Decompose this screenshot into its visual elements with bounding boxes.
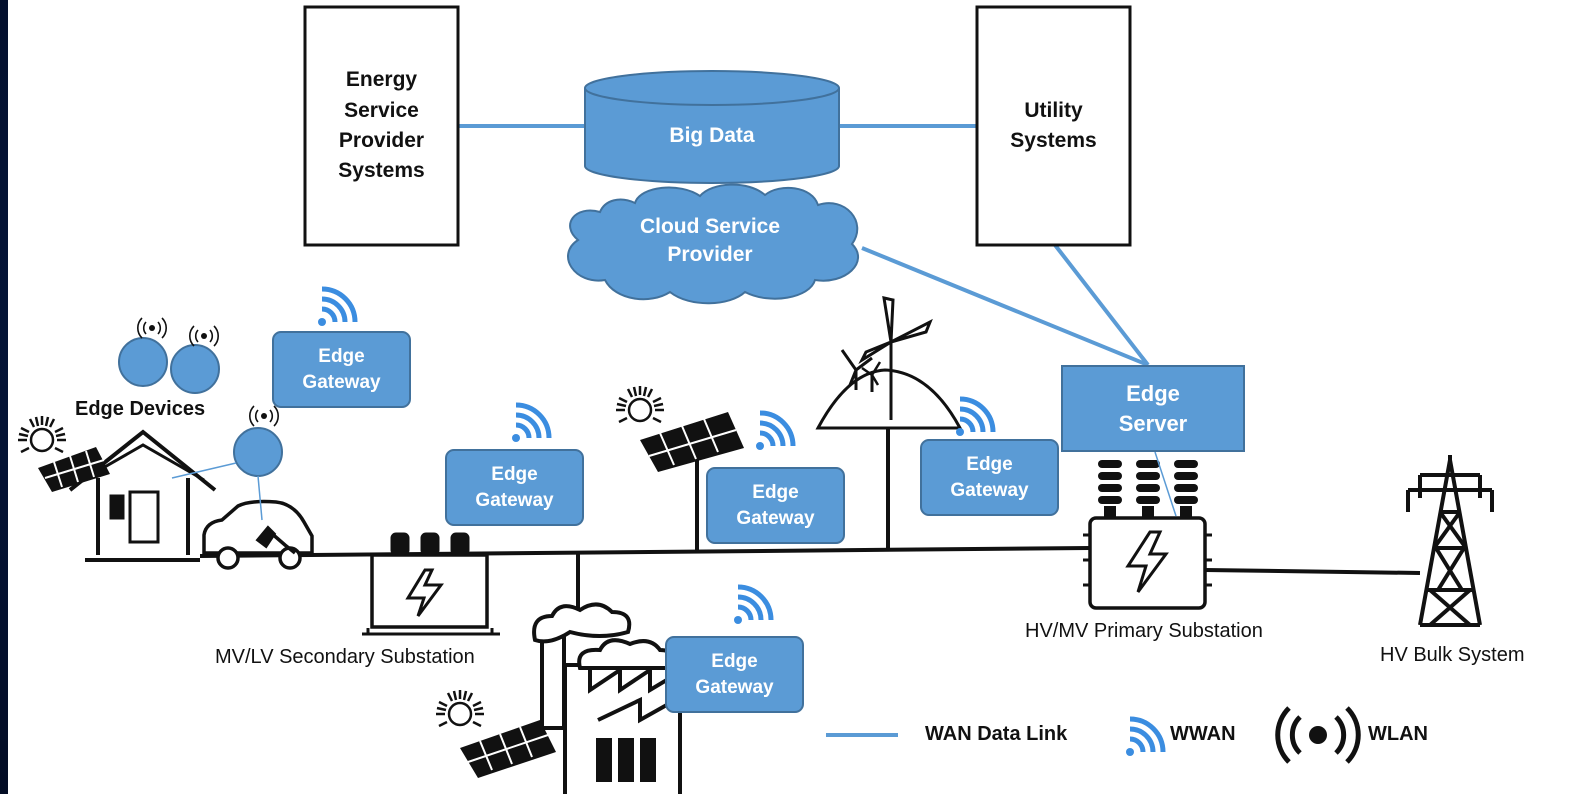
wlan-icon-1 bbox=[136, 317, 168, 339]
bulk-system-label: HV Bulk System bbox=[1380, 644, 1525, 666]
power-lines bbox=[199, 420, 1421, 628]
legend-wlan-icon bbox=[1275, 706, 1361, 764]
edge-server-connector bbox=[1154, 451, 1177, 517]
edge-device-circles bbox=[118, 337, 283, 477]
wan-links bbox=[458, 124, 1150, 367]
edge-gateway-box-3[interactable] bbox=[706, 467, 845, 544]
wlan-icon-2 bbox=[188, 325, 220, 347]
device-connectors bbox=[171, 462, 263, 521]
wwan-icon-2 bbox=[512, 405, 549, 442]
utility-systems-box bbox=[975, 5, 1132, 247]
edge-devices-label: Edge Devices bbox=[75, 398, 206, 420]
edge-gateway-label-3: Edge Gateway bbox=[736, 481, 815, 529]
edge-gateway-box-5[interactable] bbox=[665, 636, 804, 713]
edge-gateway-label-5: Edge Gateway bbox=[695, 650, 774, 698]
factory-sun-icon bbox=[434, 688, 486, 728]
solar-farm-panel-icon bbox=[640, 412, 744, 472]
legend-wwan-label: WWAN bbox=[1170, 723, 1236, 745]
house-sun-icon bbox=[16, 414, 68, 454]
big-data-cylinder bbox=[584, 70, 840, 184]
secondary-substation-label: MV/LV Secondary Substation bbox=[215, 646, 475, 668]
wlan-icon-3 bbox=[248, 405, 280, 427]
edge-gateway-box-1[interactable] bbox=[272, 331, 411, 408]
edge-gateway-label-4: Edge Gateway bbox=[950, 453, 1029, 501]
edge-gateway-label-1: Edge Gateway bbox=[302, 345, 381, 393]
edge-gateway-label-2: Edge Gateway bbox=[475, 463, 554, 511]
legend-wan-label: WAN Data Link bbox=[925, 723, 1068, 745]
wwan-icon-3 bbox=[756, 413, 793, 450]
legend-wwan-icon bbox=[1126, 719, 1163, 756]
utility-systems-label: Utility Systems bbox=[1010, 98, 1097, 152]
edge-server-label: Edge Server bbox=[1118, 380, 1188, 436]
electric-car-icon bbox=[202, 499, 314, 570]
esp-systems-label: Energy Service Provider Systems bbox=[338, 68, 425, 183]
edge-server-box[interactable] bbox=[1061, 365, 1245, 452]
wwan-icon-4 bbox=[956, 399, 993, 436]
transmission-tower-icon bbox=[1406, 455, 1494, 627]
wwan-icon-1 bbox=[318, 289, 355, 326]
cloud-shape bbox=[567, 183, 859, 305]
factory-icon bbox=[532, 602, 682, 794]
esp-systems-box bbox=[303, 5, 460, 247]
legend-wlan-label: WLAN bbox=[1368, 723, 1428, 745]
house-solar-panel-icon bbox=[38, 447, 110, 492]
cloud-service-label: Cloud Service Provider bbox=[639, 214, 781, 266]
secondary-substation-icon bbox=[362, 532, 500, 636]
edge-gateway-box-2[interactable] bbox=[445, 449, 584, 526]
primary-substation-label: HV/MV Primary Substation bbox=[1025, 620, 1263, 642]
wind-farm-icon bbox=[815, 296, 963, 430]
big-data-label: Big Data bbox=[669, 123, 755, 147]
primary-substation-icon bbox=[1083, 460, 1212, 610]
edge-gateway-box-4[interactable] bbox=[920, 439, 1059, 516]
solar-farm-sun-icon bbox=[614, 384, 666, 424]
factory-solar-panel-icon bbox=[460, 720, 556, 778]
wwan-icon-5 bbox=[734, 587, 771, 624]
